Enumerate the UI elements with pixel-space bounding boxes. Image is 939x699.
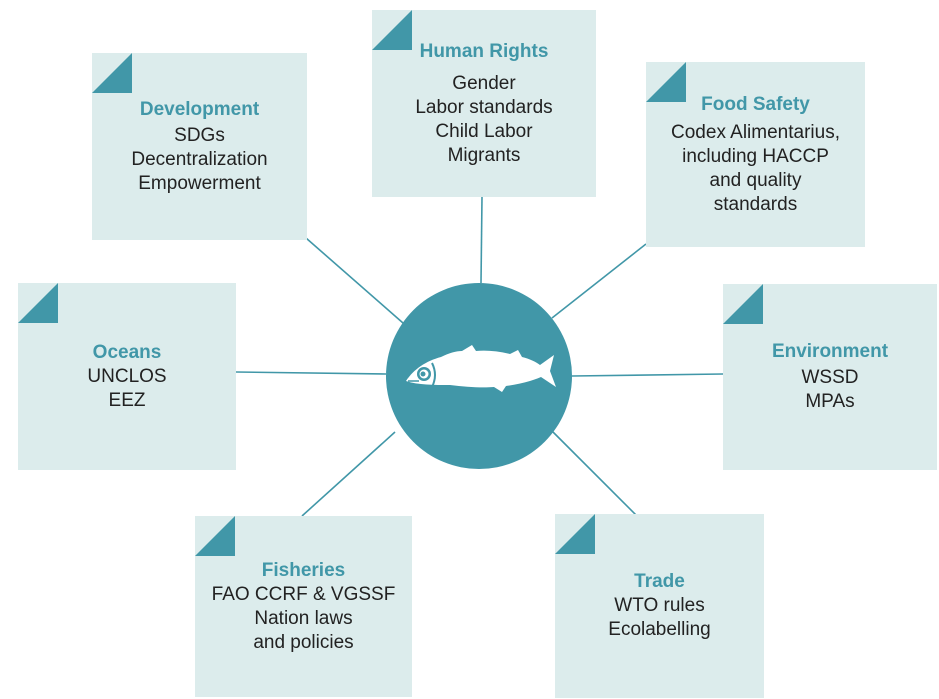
note-oceans: Oceans UNCLOS EEZ	[18, 283, 236, 470]
note-title: Environment	[771, 341, 889, 362]
note-line: Labor standards	[415, 96, 553, 118]
note-title: Development	[139, 98, 260, 120]
note-line: SDGs	[174, 124, 225, 146]
fold-corner	[723, 284, 763, 324]
note-line: EEZ	[108, 389, 146, 411]
note-food-safety: Food Safety Codex Alimentarius, includin…	[646, 62, 865, 247]
note-line: WSSD	[801, 367, 859, 388]
note-line: WTO rules	[614, 595, 705, 616]
fold-corner	[92, 53, 132, 93]
note-line: Decentralization	[131, 148, 268, 170]
note-development: Development SDGs Decentralization Empowe…	[92, 53, 307, 240]
note-line: MPAs	[805, 391, 855, 412]
note-line: Empowerment	[138, 172, 261, 194]
connector-environment	[571, 373, 724, 377]
note-environment: Environment WSSD MPAs	[723, 284, 937, 470]
note-human-rights: Human Rights Gender Labor standards Chil…	[372, 10, 596, 197]
fish-hub	[386, 283, 572, 469]
note-line: and quality	[709, 169, 802, 191]
note-line: standards	[713, 193, 798, 215]
connector-trade	[551, 430, 638, 517]
fold-corner	[646, 62, 686, 102]
note-line: Nation laws	[254, 607, 353, 629]
fold-corner	[372, 10, 412, 50]
note-title: Food Safety	[701, 93, 810, 115]
note-title: Oceans	[92, 341, 162, 363]
note-title: Fisheries	[261, 559, 346, 581]
connector-food-safety	[551, 243, 647, 319]
note-line: Gender	[452, 72, 516, 94]
note-line: Codex Alimentarius,	[671, 121, 840, 143]
note-trade: Trade WTO rules Ecolabelling	[555, 514, 764, 698]
fold-corner	[18, 283, 58, 323]
note-line: including HACCP	[682, 145, 829, 167]
fold-corner	[555, 514, 595, 554]
note-title: Human Rights	[419, 40, 549, 62]
connector-oceans	[235, 371, 387, 375]
fish-icon	[406, 345, 556, 392]
connector-development	[305, 237, 404, 324]
note-line: Child Labor	[435, 120, 533, 142]
note-line: UNCLOS	[87, 365, 167, 387]
note-line: FAO CCRF & VGSSF	[211, 583, 396, 605]
note-line: Ecolabelling	[608, 619, 711, 640]
fold-corner	[195, 516, 235, 556]
note-line: and policies	[253, 631, 354, 653]
connector-fisheries	[301, 431, 396, 517]
connector-human-rights	[480, 196, 483, 284]
note-fisheries: Fisheries FAO CCRF & VGSSF Nation laws a…	[195, 516, 412, 697]
note-title: Trade	[634, 571, 685, 592]
note-line: Migrants	[447, 144, 521, 166]
